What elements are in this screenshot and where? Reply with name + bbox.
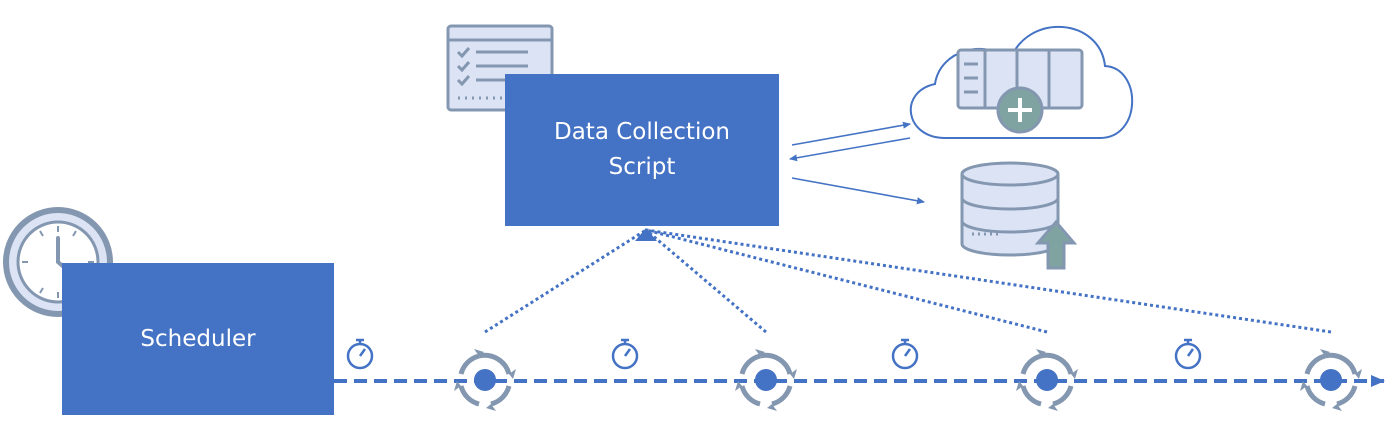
sync-cycle-icon-4 — [1300, 349, 1362, 411]
arrow-cloud-to-script — [789, 137, 911, 162]
stopwatch-icon-3 — [891, 338, 919, 370]
scheduler-box: Scheduler — [62, 263, 334, 415]
sync-cycle-icon-3 — [1016, 349, 1078, 411]
stopwatch-icon-4 — [1174, 338, 1202, 370]
data-collection-script-box: Data Collection Script — [505, 74, 779, 226]
script-link-arrowhead — [635, 228, 657, 241]
trigger-link-1 — [484, 228, 647, 334]
trigger-link-4 — [645, 228, 1332, 334]
scheduler-label: Scheduler — [140, 326, 256, 352]
storage-arrows — [789, 121, 925, 205]
trigger-link-2 — [645, 228, 767, 334]
cloud-add-icon — [909, 26, 1134, 139]
stopwatch-icon-1 — [346, 338, 374, 370]
script-label-line2: Script — [608, 154, 676, 180]
trigger-links — [484, 228, 1332, 334]
stopwatch-icon-2 — [611, 338, 639, 370]
database-upload-icon — [960, 161, 1078, 270]
trigger-link-3 — [645, 228, 1048, 334]
sync-cycle-icon-2 — [735, 349, 797, 411]
arrow-script-to-cloud — [791, 121, 911, 146]
arrow-script-to-database — [791, 177, 925, 205]
sync-cycle-icon-1 — [454, 349, 516, 411]
script-label-line1: Data Collection — [554, 119, 730, 145]
